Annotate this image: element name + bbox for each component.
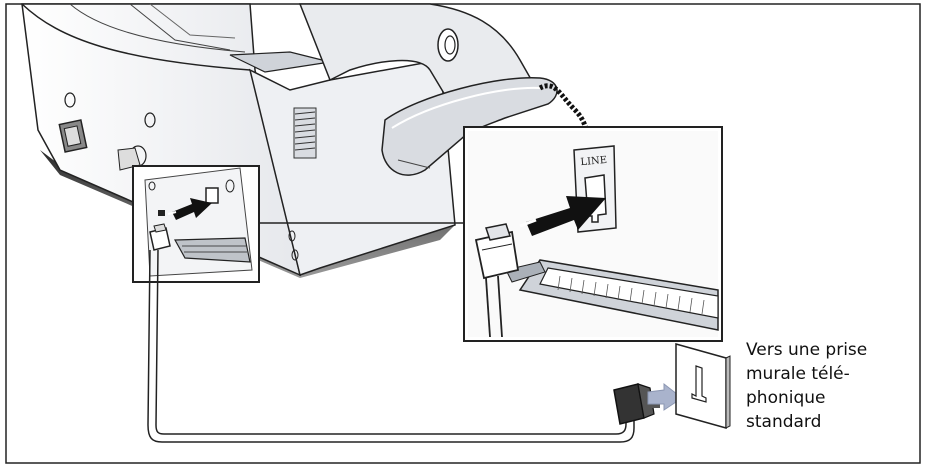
fax-machine-icon [21, 3, 542, 278]
insert-arrow-icon [172, 198, 212, 220]
rj11-plug-icon [474, 223, 520, 338]
port-label: LINE [580, 155, 607, 168]
wall-jack-icon [675, 343, 731, 429]
rear-panel-inset [132, 165, 260, 283]
port-zoom-inset: LINE [463, 126, 723, 342]
caption-line: phonique [746, 388, 826, 408]
diagram-border [5, 3, 921, 464]
parallel-connector [505, 259, 719, 331]
caption-line: Vers une prise [746, 340, 868, 360]
coiled-cord-icon [538, 83, 593, 151]
caption-line: standard [746, 412, 822, 432]
insert-arrow-icon [526, 196, 606, 236]
caption-line: murale télé- [746, 364, 850, 384]
wall-jack-caption: Vers une prise murale télé- phonique sta… [746, 338, 916, 434]
wall-plug-adapter [613, 383, 660, 425]
insert-arrow-icon [647, 382, 683, 411]
phone-cord-icon [147, 249, 635, 443]
